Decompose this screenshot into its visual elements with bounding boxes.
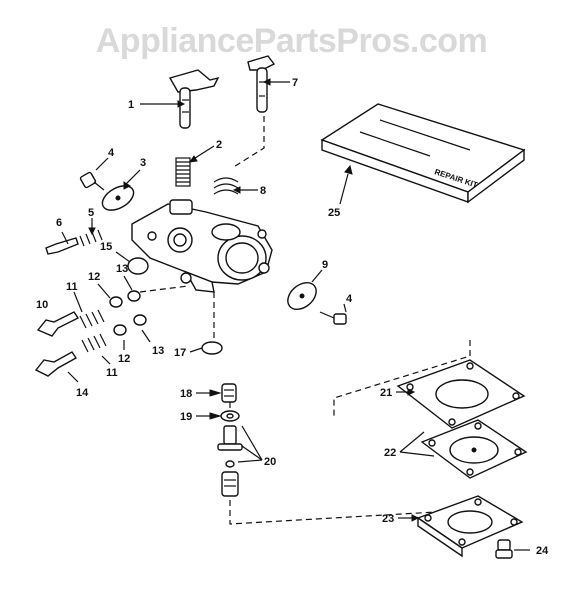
- part-23-pump-body: [416, 495, 524, 558]
- part-5-spring: [79, 229, 103, 247]
- callout-20: 20: [264, 456, 276, 468]
- part-3-throttle-plate: [101, 185, 135, 211]
- callout-21: 21: [380, 387, 392, 399]
- callout-15: 15: [100, 241, 112, 253]
- callout-13-upper: 13: [116, 263, 128, 275]
- part-19-washer: [220, 410, 240, 422]
- callout-22: 22: [384, 447, 396, 459]
- part-7-choke-shaft: [247, 55, 276, 113]
- callout-8: 8: [260, 185, 266, 197]
- part-13-washer-lower: [133, 314, 147, 326]
- part-10-needle-upper: [36, 311, 80, 337]
- part-2-spring: [175, 157, 191, 187]
- callout-10: 10: [36, 299, 48, 311]
- callout-1: 1: [128, 99, 134, 111]
- part-4-screw-right: [319, 311, 347, 325]
- part-1-throttle-shaft: [168, 69, 220, 129]
- part-11-spring-upper: [79, 309, 105, 329]
- carburetor-body: [131, 199, 273, 293]
- part-15-sealing-ring: [127, 257, 149, 275]
- callout-12-lower: 12: [118, 353, 130, 365]
- part-9-choke-plate: [287, 282, 317, 310]
- watermark-logo: AppliancePartsPros.com: [95, 22, 488, 60]
- callout-2: 2: [216, 139, 222, 151]
- part-12-washer-upper: [109, 296, 123, 308]
- callout-4-top: 4: [108, 147, 115, 159]
- callout-14: 14: [76, 387, 89, 399]
- part-22-gasket: [420, 419, 528, 479]
- part-18-fitting: [221, 383, 237, 403]
- part-21-pump-cover: [396, 359, 526, 429]
- part-6-idle-screw: [45, 237, 79, 255]
- part-4-screw-top: [79, 171, 105, 191]
- part-24-screw: [495, 539, 513, 559]
- callout-18: 18: [180, 388, 192, 400]
- part-25-repair-kit: REPAIR KIT: [320, 103, 526, 204]
- callout-13-lower: 13: [152, 345, 164, 357]
- callout-24: 24: [536, 545, 549, 557]
- callout-7: 7: [292, 77, 298, 89]
- callout-12-upper: 12: [88, 271, 100, 283]
- part-13-washer-upper: [127, 290, 141, 302]
- callout-11-upper: 11: [66, 281, 78, 293]
- callout-4-right: 4: [346, 293, 353, 305]
- callout-3: 3: [140, 157, 146, 169]
- callout-19: 19: [180, 411, 192, 423]
- part-14-needle-lower: [34, 351, 78, 377]
- callout-17: 17: [174, 347, 186, 359]
- part-8-spring: [213, 177, 239, 195]
- part-11-spring-lower: [81, 333, 107, 353]
- callout-23: 23: [382, 513, 394, 525]
- callout-25: 25: [328, 207, 340, 219]
- part-17-gasket: [201, 341, 223, 355]
- callout-9: 9: [322, 259, 328, 271]
- part-20-inlet-parts: [217, 425, 243, 497]
- callout-11-lower: 11: [106, 367, 118, 379]
- callout-6: 6: [56, 217, 62, 229]
- part-12-washer-lower: [113, 324, 127, 336]
- callout-5: 5: [88, 207, 94, 219]
